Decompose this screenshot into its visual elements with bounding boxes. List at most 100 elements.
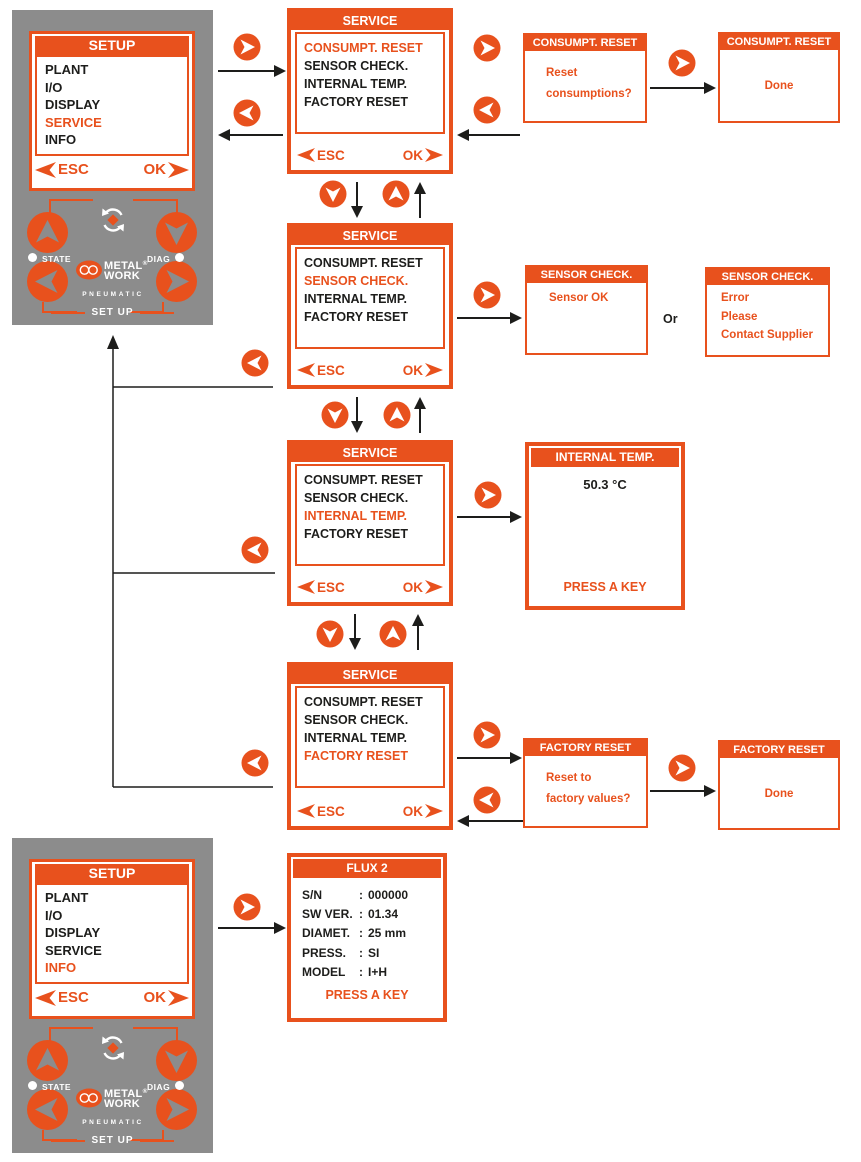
arrow-down-2: [351, 397, 363, 433]
rotate-refresh-icon: [102, 1036, 124, 1060]
logo-line1: METAL: [104, 260, 143, 272]
up-arrow-key[interactable]: [27, 212, 68, 253]
row-value: SI: [368, 945, 380, 960]
menu-footer: ESC OK: [297, 576, 443, 598]
right-dart-icon: [425, 363, 443, 377]
key-down-icon[interactable]: [319, 180, 347, 208]
left-arrow-key[interactable]: [27, 261, 68, 302]
service-menu-2: SERVICE CONSUMPT. RESET SENSOR CHECK. IN…: [287, 223, 453, 389]
down-arrow-key[interactable]: [156, 212, 197, 253]
info-row-swver: SW VER.:01.34: [302, 905, 437, 924]
key-right-icon[interactable]: [668, 754, 696, 782]
service-menu-title: SERVICE: [291, 12, 449, 30]
row-label: S/N: [302, 888, 323, 902]
esc-button[interactable]: ESC: [35, 161, 89, 178]
key-left-icon[interactable]: [241, 749, 269, 777]
service-menu-list: CONSUMPT. RESET SENSOR CHECK. INTERNAL T…: [295, 464, 445, 566]
consumpt-reset-question-panel: CONSUMPT. RESET Reset consumptions?: [523, 33, 647, 123]
key-right-icon[interactable]: [233, 33, 261, 61]
right-arrow-key[interactable]: [156, 1089, 197, 1130]
right-dart-icon: [425, 804, 443, 818]
ok-label: OK: [402, 803, 423, 819]
ok-button[interactable]: OK: [144, 161, 189, 178]
item-internal-temp: INTERNAL TEMP.: [304, 731, 408, 745]
panel-text: Reset consumptions?: [525, 51, 645, 105]
key-left-icon[interactable]: [473, 96, 501, 124]
key-down-icon[interactable]: [316, 620, 344, 648]
ok-label: OK: [143, 989, 167, 1006]
state-label: STATE: [42, 254, 72, 264]
service-menu-title: SERVICE: [291, 227, 449, 245]
sensor-ok-text: Sensor OK: [549, 292, 609, 304]
ok-button[interactable]: OK: [143, 989, 189, 1006]
logo-text: METAL® WORK: [104, 1087, 148, 1109]
arrow-factory-to-done: [650, 785, 716, 797]
key-up-icon[interactable]: [382, 180, 410, 208]
diag-label: DIAG: [147, 1082, 171, 1092]
key-right-icon[interactable]: [473, 721, 501, 749]
esc-button[interactable]: ESC: [297, 148, 345, 163]
or-label: Or: [663, 312, 678, 326]
device-screen: SETUP PLANT I/O DISPLAY SERVICE INFO ESC…: [29, 31, 195, 191]
left-arrow-key[interactable]: [27, 1089, 68, 1130]
esc-button[interactable]: ESC: [297, 804, 345, 819]
info-row-model: MODEL:I+H: [302, 963, 437, 982]
row-label: SW VER.: [302, 907, 353, 922]
screen-title: SETUP: [35, 36, 189, 55]
logo-line2: WORK: [104, 1097, 141, 1110]
left-dart-icon: [297, 804, 315, 818]
left-dart-icon: [35, 161, 56, 178]
screen-title: SETUP: [35, 864, 189, 883]
ok-button[interactable]: OK: [403, 804, 443, 819]
factory-reset-done-panel: FACTORY RESET Done: [718, 740, 840, 830]
menu-item-info: INFO: [45, 132, 77, 147]
panel-title: FACTORY RESET: [720, 742, 838, 758]
ok-button[interactable]: OK: [403, 148, 443, 163]
key-left-icon[interactable]: [241, 536, 269, 564]
item-internal-temp: INTERNAL TEMP.: [304, 77, 408, 91]
key-right-icon[interactable]: [474, 481, 502, 509]
error-text: Error Please Contact Supplier: [707, 285, 828, 345]
down-arrow-key[interactable]: [156, 1040, 197, 1081]
up-arrow-key[interactable]: [27, 1040, 68, 1081]
esc-label: ESC: [58, 161, 89, 178]
key-left-icon[interactable]: [233, 99, 261, 127]
key-right-icon[interactable]: [473, 281, 501, 309]
arrow-consumpt-to-done: [650, 82, 716, 94]
item-consumpt-reset-selected: CONSUMPT. RESET: [304, 41, 423, 55]
menu-item-display: DISPLAY: [45, 925, 101, 940]
service-menu-list: CONSUMPT. RESET SENSOR CHECK. INTERNAL T…: [295, 247, 445, 349]
menu-item-io: I/O: [45, 79, 63, 95]
key-up-icon[interactable]: [379, 620, 407, 648]
key-right-icon[interactable]: [668, 49, 696, 77]
service-menu-list: CONSUMPT. RESET SENSOR CHECK. INTERNAL T…: [295, 686, 445, 788]
done-text: Done: [764, 80, 794, 92]
left-dart-icon: [297, 363, 315, 377]
rotate-refresh-icon: [102, 208, 124, 232]
right-arrow-key[interactable]: [156, 261, 197, 302]
metal-work-emblem-icon: [76, 260, 102, 280]
temperature-value: 50.3 °C: [583, 477, 627, 492]
key-left-icon[interactable]: [241, 349, 269, 377]
row-colon: :: [359, 888, 363, 902]
key-right-icon[interactable]: [233, 893, 261, 921]
esc-button[interactable]: ESC: [297, 580, 345, 595]
service-menu-title: SERVICE: [291, 444, 449, 462]
error-line: Please: [721, 310, 758, 323]
info-row-sn: S/N:000000: [302, 886, 437, 905]
internal-temp-panel: INTERNAL TEMP. 50.3 °C PRESS A KEY: [525, 442, 685, 610]
ok-button[interactable]: OK: [403, 580, 443, 595]
key-up-icon[interactable]: [383, 401, 411, 429]
key-right-icon[interactable]: [473, 34, 501, 62]
panel-title: SENSOR CHECK.: [707, 269, 828, 285]
key-left-icon[interactable]: [473, 786, 501, 814]
esc-button[interactable]: ESC: [35, 989, 89, 1006]
arrow-up-2: [414, 397, 426, 433]
state-led: [28, 253, 37, 262]
esc-button[interactable]: ESC: [297, 363, 345, 378]
key-down-icon[interactable]: [321, 401, 349, 429]
ok-button[interactable]: OK: [403, 363, 443, 378]
divider-line: [139, 1139, 174, 1142]
divider-line: [51, 311, 86, 314]
